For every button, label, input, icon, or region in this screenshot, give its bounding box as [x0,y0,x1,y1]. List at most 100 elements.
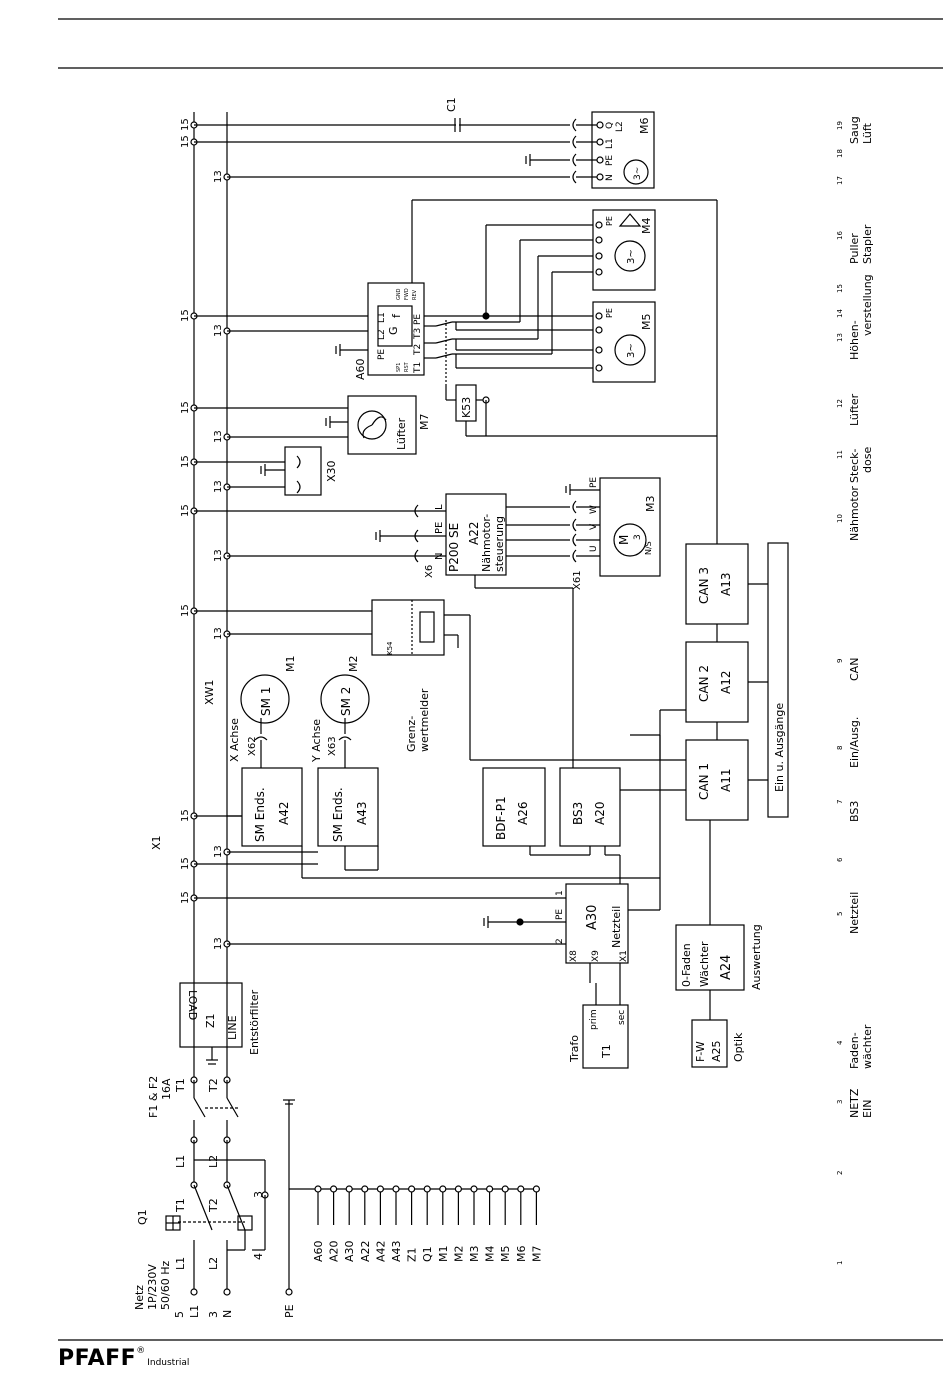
term-t2-fuse: T2 [207,1078,220,1093]
socket-x30 [260,446,322,496]
a60-pe2: PE [413,314,423,325]
a43-box [317,718,379,871]
column-label: Nähmotor [848,486,861,541]
pe-tap-circle [392,1185,400,1193]
bus-terminal-15: 15 [180,401,191,414]
a20-top: BS3 [571,802,585,825]
grenzwertmelder [371,599,660,761]
motor-m5 [592,301,656,383]
m1-label: SM 1 [259,687,273,716]
a60-f: f [390,313,403,318]
a20-ref: A20 [593,802,607,825]
pe-taps [314,1185,541,1225]
a60-sp1: SP1 [396,363,402,372]
q1-label: Q1 [136,1209,149,1225]
pe-tap-circle [376,1185,384,1193]
m3-v: V [589,523,599,530]
can3-top: CAN 3 [697,567,711,604]
x1-label: X1 [150,835,163,850]
a30-x9: X9 [591,950,601,962]
m3-pe: PE [589,477,599,488]
bus-terminal-13: 13 [213,430,224,443]
a22-pe: PE [434,522,445,534]
bus-terminal-15: 15 [180,309,191,322]
pe-tap-circle [345,1185,353,1193]
pe-tap-circle [517,1185,525,1193]
bus-terminal-13: 13 [213,324,224,337]
pe-tap-circle [454,1185,462,1193]
trafo-sec: sec [617,1010,627,1025]
grenz-line1: Grenz- [405,716,418,752]
column-number: 14 [836,309,844,318]
m5-pe: PE [605,308,614,318]
pe-device-label: A42 [374,1240,387,1262]
pe-tap-circle [532,1185,541,1193]
grenz-k: K54 [386,641,394,655]
xw1-label: XW1 [203,680,216,705]
a22-line1: Nähmotor- [480,514,493,572]
a30-x8: X8 [569,950,579,962]
m1-ref: M1 [284,656,297,673]
m6-l1: L1 [605,138,615,149]
pe-tap-circle [501,1185,509,1193]
m6-n: N [605,174,615,181]
column-number: 10 [836,514,844,523]
a42-top: SM Ends. [253,787,267,842]
column-number: 2 [836,1171,844,1175]
a25-box [691,990,728,1068]
fuse-rating: 16A [160,1078,173,1100]
column-label: NETZ [848,1088,861,1118]
m6-l2: L2 [615,121,625,132]
bus-terminal-13: 13 [213,937,224,950]
pe-device-label: M7 [530,1246,543,1263]
a60-rst: RST [404,361,410,372]
a60-g: G [387,326,400,335]
a22-x6: X6 [424,565,435,578]
a26-box [482,767,546,847]
column-label: verstellung [861,274,874,336]
m4-sym: 3~ [626,249,637,264]
m6-sym: 3~ [633,167,643,180]
trafo-ref: T1 [600,1044,613,1059]
motor-m3 [565,477,661,577]
column-number: 1 [836,1261,844,1265]
fan-m7 [325,395,417,455]
pe-device-label: M4 [484,1246,497,1263]
bus-lines [190,112,570,983]
a42-box [241,718,660,879]
column-number: 4 [836,1040,844,1045]
m3-m: M [617,535,631,545]
fuse-label: F1 & F2 [147,1076,160,1118]
brand-reg: ® [136,1346,146,1356]
a30-pe: PE [555,909,565,920]
m2-ref: M2 [347,656,360,673]
a60-rev: REV [412,289,418,300]
a26-ref: A26 [516,802,530,825]
m2-axis: Y Achse [310,719,323,763]
brand-sub: Industrial [147,1358,190,1368]
column-label: Netzteil [848,892,861,934]
a60-fwd: FWD [404,288,410,300]
a30-x1: X1 [619,950,629,962]
pe-device-label: A22 [359,1240,372,1262]
a60-t1: T1 [413,362,423,374]
x30-ref: X30 [325,460,338,482]
m3-x61: X61 [572,570,583,590]
pe-device-label: Z1 [406,1247,419,1262]
m6-ref: M6 [638,118,651,135]
supply-freq: 50/60 Hz [159,1261,172,1310]
pe-tap-circle [361,1185,369,1193]
column-number: 5 [836,912,844,916]
column-number: 16 [836,231,844,240]
column-label: Faden- [848,1032,861,1069]
m2-label: SM 2 [339,687,353,716]
column-number: 13 [836,333,844,342]
term-pe-bottom: PE [283,1304,296,1318]
motor-m4 [592,209,656,291]
pe-device-label: M1 [437,1246,450,1263]
pe-device-label: A43 [390,1240,403,1262]
bus-terminal-15: 15 [180,809,191,822]
bus-terminal-13: 13 [213,627,224,640]
